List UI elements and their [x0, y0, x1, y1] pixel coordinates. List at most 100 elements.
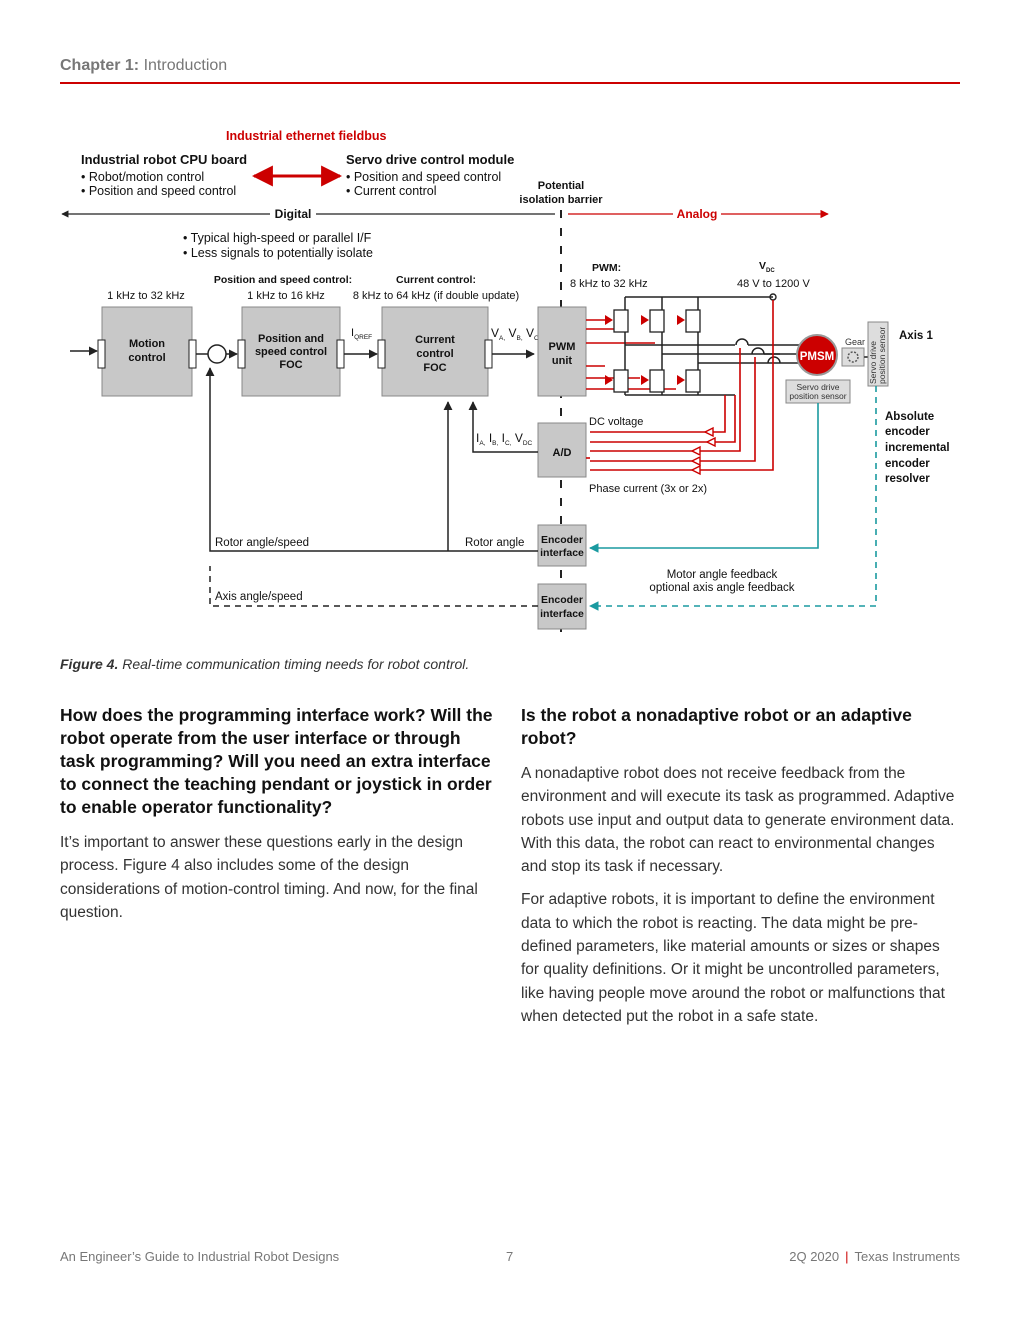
cpu-item: • Robot/motion control: [81, 170, 204, 184]
digital-label: Digital: [275, 207, 312, 221]
servo-sensor-label: position sensor: [789, 391, 846, 401]
axis-position-sensor: [867, 321, 889, 387]
pwm-label: PWM:: [592, 262, 621, 274]
iqref-label: IQREF: [351, 327, 372, 341]
encoder-interface-block: [537, 524, 587, 567]
freq-motion: 1 kHz to 32 kHz: [107, 290, 185, 302]
barrier-label: isolation barrier: [519, 194, 603, 206]
encoder-type: encoder: [885, 426, 930, 438]
port: [188, 339, 197, 369]
figure-4-diagram: Industrial ethernet fieldbus Industrial …: [61, 129, 950, 635]
encoder-type: encoder: [885, 458, 930, 470]
encoder-interface-label: Encoder: [541, 594, 583, 606]
left-paragraph: It’s important to answer these questions…: [60, 834, 478, 921]
current-feedback-line: [468, 401, 538, 453]
encoder-type: Absolute: [885, 411, 934, 423]
position-speed-label: FOC: [279, 359, 302, 371]
encoder-interface-label: interface: [540, 547, 584, 559]
figure-caption: Figure 4. Real-time communication timing…: [60, 656, 469, 672]
pmsm-label: PMSM: [800, 351, 835, 363]
footer-date: 2Q 2020: [789, 1249, 840, 1264]
motor-angle-feedback-line: [589, 403, 819, 553]
gear-label: Gear: [845, 337, 865, 347]
port: [377, 339, 386, 369]
phase-current-label: Phase current (3x or 2x): [589, 483, 707, 495]
motor-feedback-label: Motor angle feedback: [667, 569, 778, 581]
axis-angle-speed-label: Axis angle/speed: [215, 591, 303, 603]
page-number: 7: [506, 1249, 514, 1264]
cpu-item: • Position and speed control: [81, 184, 236, 198]
right-heading: Is the robot a nonadaptive robot or an a…: [521, 705, 912, 748]
encoder-interface-label: interface: [540, 608, 584, 620]
header-rule: [60, 82, 960, 84]
pmsm-motor: [796, 334, 838, 376]
rotor-angle-label: Rotor angle: [465, 537, 524, 549]
encoder-interface-label: Encoder: [541, 534, 583, 546]
caption-label: Figure 4.: [60, 656, 119, 672]
dc-voltage-label: DC voltage: [589, 416, 643, 428]
chapter-label: Chapter 1:: [60, 57, 140, 74]
current-label: Current control:: [396, 274, 476, 286]
pos-speed-label: Position and speed control:: [214, 274, 352, 286]
sense-lines: [590, 300, 774, 471]
interface-note: • Typical high-speed or parallel I/F: [183, 231, 372, 245]
barrier-label: Potential: [538, 180, 584, 192]
encoder-interface-block: [537, 583, 587, 630]
axis-speed-feedback: [209, 566, 538, 607]
iabc-vdc-label: IA, IB, IC, VDC: [476, 431, 533, 447]
freq-current: 8 kHz to 64 kHz (if double update): [353, 290, 519, 302]
axis-sensor-label: Servo drive: [868, 341, 878, 384]
interface-note: • Less signals to potentially isolate: [183, 246, 373, 260]
port: [484, 339, 493, 369]
axis-label: Axis 1: [899, 330, 933, 342]
gate-arrowheads: [605, 315, 685, 385]
servo-module-title: Servo drive control module: [346, 152, 514, 167]
right-paragraph: A nonadaptive robot does not receive fee…: [521, 765, 955, 876]
servo-sensor-label: Servo drive: [797, 382, 840, 392]
fieldbus-label: Industrial ethernet fieldbus: [226, 129, 386, 143]
pwm-unit-block: [537, 306, 587, 397]
pwm-unit-label: PWM: [549, 341, 576, 353]
footer-company: Texas Instruments: [854, 1249, 961, 1264]
analog-label: Analog: [677, 207, 718, 221]
position-speed-label: Position and: [258, 333, 324, 345]
encoder-type: incremental: [885, 442, 950, 454]
port: [97, 339, 106, 369]
left-heading: How does the programming interface work?…: [60, 705, 493, 817]
freq-pos: 1 kHz to 16 kHz: [247, 290, 325, 302]
right-paragraph: For adaptive robots, it is important to …: [521, 891, 945, 1025]
current-sensors: [735, 338, 781, 364]
encoder-type: resolver: [885, 473, 930, 485]
footer-divider: |: [845, 1249, 849, 1264]
port: [336, 339, 345, 369]
vabc-label: VA, VB, VC: [491, 326, 539, 342]
servo-item: • Position and speed control: [346, 170, 501, 184]
chapter-heading: Chapter 1: Introduction: [60, 57, 227, 75]
motion-control-label: control: [128, 352, 165, 364]
axis-angle-feedback-line: [589, 386, 877, 611]
pwm-unit-label: unit: [552, 355, 572, 367]
footer-title: An Engineer’s Guide to Industrial Robot …: [60, 1249, 340, 1264]
position-speed-block: [241, 306, 341, 397]
right-column: Is the robot a nonadaptive robot or an a…: [521, 704, 961, 1038]
servo-item: • Current control: [346, 184, 437, 198]
caption-text: Real-time communication timing needs for…: [118, 656, 470, 672]
rotor-angle-speed-label: Rotor angle/speed: [215, 537, 309, 549]
current-control-label: Current: [415, 334, 455, 346]
gear-box: [841, 347, 865, 367]
summing-node: [207, 344, 227, 364]
current-control-label: FOC: [423, 362, 446, 374]
left-column: How does the programming interface work?…: [60, 704, 500, 934]
axis-sensor-label: position sensor: [877, 327, 887, 384]
freq-pwm: 8 kHz to 32 kHz: [570, 278, 648, 290]
current-control-label: control: [416, 348, 453, 360]
motor-feedback-label: optional axis angle feedback: [649, 582, 794, 594]
current-control-block: [381, 306, 489, 397]
footer-right: 2Q 2020 | Texas Instruments: [789, 1249, 960, 1264]
igbt-switches: [613, 309, 701, 393]
adc-label: A/D: [553, 447, 572, 459]
port: [237, 339, 246, 369]
vdc-range: 48 V to 1200 V: [737, 278, 810, 290]
rotor-speed-feedback: [205, 367, 538, 552]
vdc-label: VDC: [759, 260, 775, 274]
